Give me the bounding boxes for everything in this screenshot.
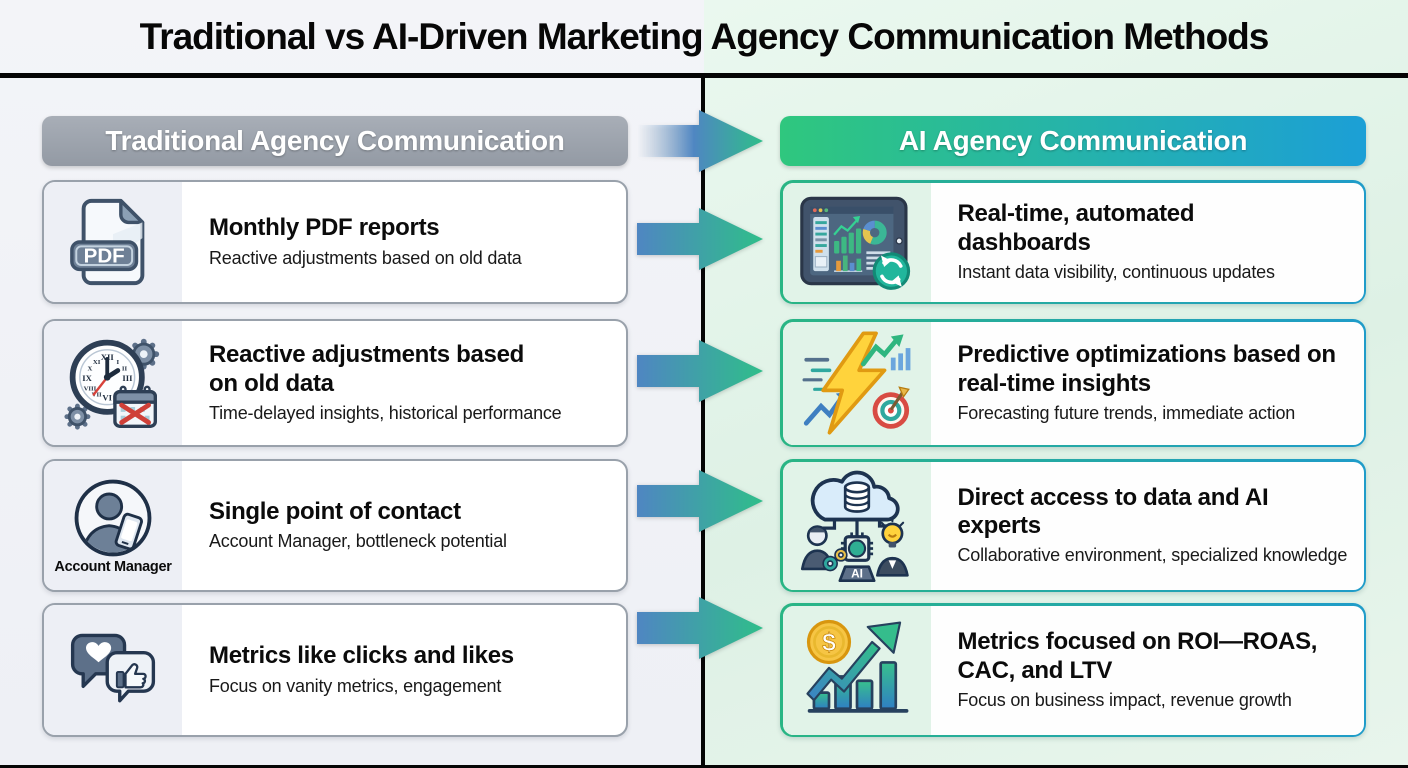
card-title: Metrics like clicks and likes (209, 642, 514, 670)
svg-text:VIII: VIII (84, 386, 97, 393)
lightning-forecast-icon (802, 331, 910, 435)
row3-arrow-icon (637, 470, 763, 532)
card-subtitle: Focus on business impact, revenue growth (957, 689, 1292, 710)
icon-zone (782, 182, 931, 302)
icon-zone: PDF (44, 182, 182, 302)
card-roi-metrics: $ Metrics focused on ROI—ROAS, CAC, and … (780, 603, 1366, 737)
traditional-column-header: Traditional Agency Communication (42, 116, 628, 166)
card-subtitle: Account Manager, bottleneck potential (209, 531, 507, 552)
cloud-ai-experts-icon: AI (800, 470, 909, 582)
svg-text:XII: XII (101, 352, 115, 362)
title-bar: Traditional vs AI-Driven Marketing Agenc… (0, 0, 1408, 73)
icon-zone (782, 321, 931, 445)
svg-text:II: II (122, 366, 128, 373)
svg-text:III: III (122, 373, 133, 383)
icon-zone: AI (782, 461, 931, 590)
card-subtitle: Forecasting future trends, immediate act… (957, 402, 1296, 423)
pdf-icon: PDF (70, 198, 145, 286)
icon-zone: $ (782, 605, 931, 735)
ai-column-header: AI Agency Communication (780, 116, 1366, 166)
bottom-rule (0, 765, 1408, 768)
svg-text:XI: XI (93, 359, 101, 366)
card-realtime-dashboards: Real-time, automated dashboards Instant … (780, 180, 1366, 304)
svg-text:I: I (116, 359, 119, 366)
page-title: Traditional vs AI-Driven Marketing Agenc… (139, 15, 1270, 57)
card-subtitle: Reactive adjustments based on old data (209, 247, 522, 268)
account-manager-caption: Account Manager (54, 559, 172, 575)
card-title: Predictive optimizations based on real-t… (957, 341, 1336, 397)
card-predictive-optimizations: Predictive optimizations based on real-t… (780, 319, 1366, 447)
svg-text:VII: VII (92, 391, 102, 398)
header-arrow-icon (637, 110, 763, 172)
dashboard-icon (799, 196, 910, 290)
svg-text:X: X (87, 366, 92, 373)
svg-text:IX: IX (82, 373, 92, 383)
card-direct-access-ai-experts: AI (780, 459, 1366, 592)
account-manager-icon (74, 479, 152, 557)
column-divider (701, 78, 705, 768)
title-rule (0, 73, 1408, 78)
row1-arrow-icon (637, 208, 763, 270)
card-title: Real-time, automated dashboards (957, 200, 1195, 256)
row4-arrow-icon (637, 597, 763, 659)
card-single-point-of-contact: Account Manager Single point of contact … (42, 459, 628, 592)
card-title: Reactive adjustments based on old data (209, 341, 524, 397)
icon-zone: Account Manager (44, 461, 182, 590)
pdf-badge-label: PDF (84, 245, 125, 268)
card-clicks-and-likes: Metrics like clicks and likes Focus on v… (42, 603, 628, 737)
traditional-header-label: Traditional Agency Communication (105, 125, 565, 156)
card-title: Monthly PDF reports (209, 214, 440, 242)
card-title: Single point of contact (209, 497, 461, 525)
card-monthly-pdf-reports: PDF Monthly PDF reports Reactive adjustm… (42, 180, 628, 304)
dollar-sign: $ (822, 630, 836, 657)
svg-text:VI: VI (102, 392, 112, 402)
card-title: Metrics focused on ROI—ROAS, CAC, and LT… (957, 628, 1318, 684)
card-title: Direct access to data and AI experts (957, 483, 1269, 540)
row2-arrow-icon (637, 340, 763, 402)
chat-likes-icon (70, 633, 156, 703)
card-subtitle: Time-delayed insights, historical perfor… (209, 402, 562, 423)
ai-chip-label: AI (851, 566, 863, 580)
card-subtitle: Instant data visibility, continuous upda… (957, 261, 1275, 282)
card-subtitle: Collaborative environment, specialized k… (957, 545, 1348, 566)
icon-zone (44, 605, 182, 735)
ai-header-label: AI Agency Communication (898, 125, 1248, 156)
card-subtitle: Focus on vanity metrics, engagement (209, 675, 502, 696)
roi-growth-icon: $ (805, 619, 908, 713)
